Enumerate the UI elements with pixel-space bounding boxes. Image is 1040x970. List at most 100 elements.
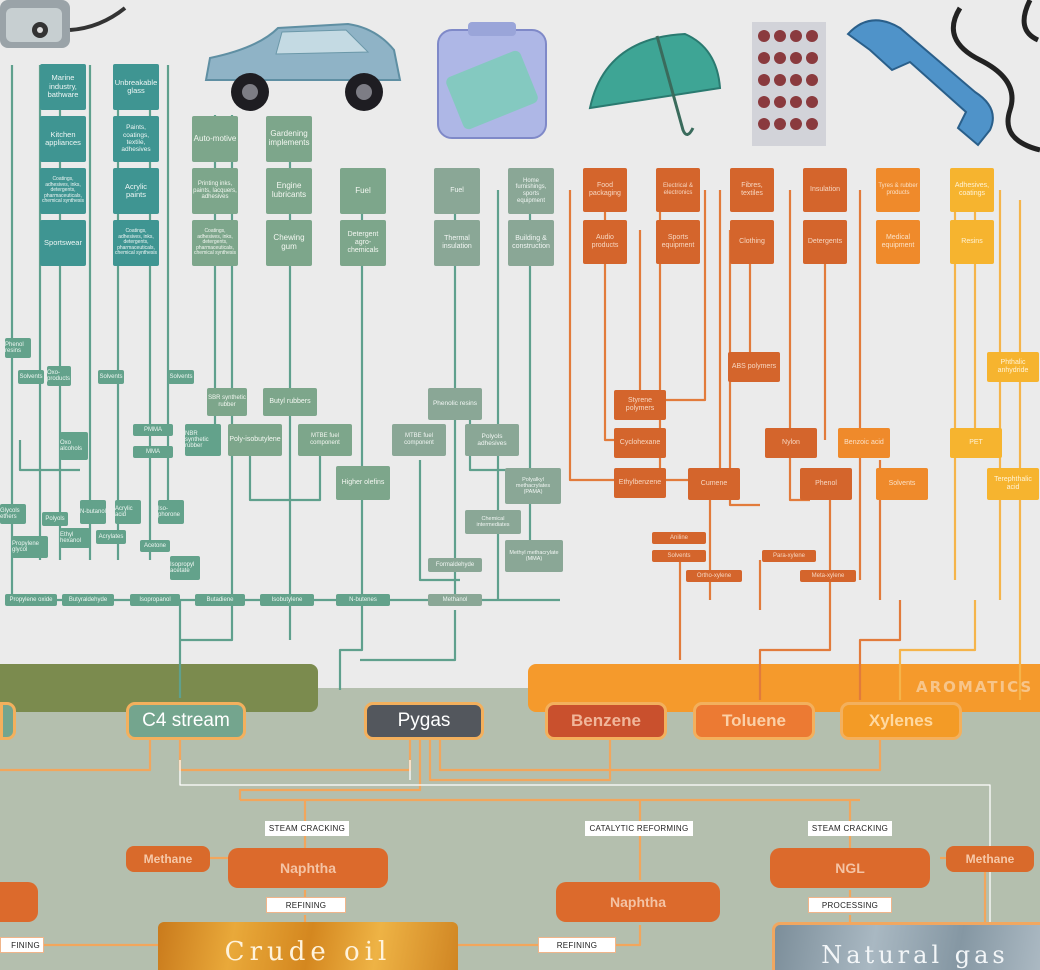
methane-left-node[interactable]: Methane (126, 846, 210, 872)
solvents-lower-tag[interactable]: Solvents (652, 550, 706, 562)
ngl-node[interactable]: NGL (770, 848, 930, 888)
c4-stream-node[interactable]: C4 stream (126, 702, 246, 740)
butadiene-tag[interactable]: Butadiene (195, 594, 245, 606)
formaldehyde-node[interactable]: Formaldehyde (428, 558, 482, 572)
app-coatings3-node[interactable]: Coatings, adhesives, inks, detergents, p… (192, 220, 238, 266)
app-home-furnishings-node[interactable]: Home furnishings, sports equipment (508, 168, 554, 214)
methane-right-node[interactable]: Methane (946, 846, 1034, 872)
natural-gas-node[interactable]: Natural gas (772, 922, 1040, 970)
app-insulation-node[interactable]: Thermal insulation (434, 220, 480, 266)
arom-sports-node[interactable]: Sports equipment (656, 220, 700, 264)
phenolic-resins-node[interactable]: Phenolic resins (428, 388, 482, 420)
arom-insulation-node[interactable]: Insulation (803, 168, 847, 212)
benzoic-acid-node[interactable]: Benzoic acid (838, 428, 890, 458)
app-marine-node[interactable]: Marine industry, bathware (40, 64, 86, 110)
arom-detergents-node[interactable]: Detergents (803, 220, 847, 264)
olefins-stream-edge[interactable] (0, 702, 16, 740)
isobutylene-tag[interactable]: Isobutylene (260, 594, 314, 606)
arom-food-packaging-node[interactable]: Food packaging (583, 168, 627, 212)
app-lubricants-node[interactable]: Engine lubricants (266, 168, 312, 214)
arom-adhesives-node[interactable]: Adhesives, coatings (950, 168, 994, 212)
glycol-ethers-tag[interactable]: Glycols ethers (0, 504, 26, 524)
meta-xylene-tag[interactable]: Meta-xylene (800, 570, 856, 582)
arom-audio-node[interactable]: Audio products (583, 220, 627, 264)
polyols-adhesives-node[interactable]: Polyols adhesives (465, 424, 519, 456)
isophorone-tag[interactable]: Iso-phorone (158, 500, 184, 524)
arom-tyres-node[interactable]: Tyres & rubber products (876, 168, 920, 212)
ethylbenzene-node[interactable]: Ethylbenzene (614, 468, 666, 498)
higher-olefins-node[interactable]: Higher olefins (336, 466, 390, 500)
pmma-tag[interactable]: PMMA (133, 424, 173, 436)
solvents2-tag[interactable]: Solvents (98, 370, 124, 384)
mtbe2-node[interactable]: MTBE fuel component (392, 424, 446, 456)
cyclohexane-node[interactable]: Cyclohexane (614, 428, 666, 458)
aniline-tag[interactable]: Aniline (652, 532, 706, 544)
nylon-node[interactable]: Nylon (765, 428, 817, 458)
arom-fibres-node[interactable]: Fibres, textiles (730, 168, 774, 212)
phenol-resins-tag[interactable]: Phenol resins (5, 338, 31, 358)
isopropyl-acetate-tag[interactable]: Isopropyl acetate (170, 556, 200, 580)
app-kitchen-node[interactable]: Kitchen appliances (40, 116, 86, 162)
crude-oil-node[interactable]: Crude oil (158, 922, 458, 970)
n-butenes-tag[interactable]: N-butenes (336, 594, 390, 606)
app-detergent-node[interactable]: Detergent agro-chemicals (340, 220, 386, 266)
app-paints-node[interactable]: Paints, coatings, textile, adhesives (113, 116, 159, 162)
app-gardening-node[interactable]: Gardening implements (266, 116, 312, 162)
naphtha-center-node[interactable]: Naphtha (556, 882, 720, 922)
mma-node[interactable]: Methyl methacrylate (MMA) (505, 540, 563, 572)
polyols-tag[interactable]: Polyols (42, 512, 68, 526)
acrylic-acid-tag[interactable]: Acrylic acid (115, 500, 141, 524)
app-building-node[interactable]: Building & construction (508, 220, 554, 266)
propylene-oxide-tag[interactable]: Propylene oxide (5, 594, 57, 606)
acrylates-tag[interactable]: Acrylates (96, 530, 126, 544)
solvents3-tag[interactable]: Solvents (168, 370, 194, 384)
xylenes-node[interactable]: Xylenes (840, 702, 962, 740)
app-coatings-node[interactable]: Coatings, adhesives, inks, detergents, p… (40, 168, 86, 214)
phenol-node[interactable]: Phenol (800, 468, 852, 500)
butyl-rubbers-node[interactable]: Butyl rubbers (263, 388, 317, 416)
arom-medical-node[interactable]: Medical equipment (876, 220, 920, 264)
cumene-node[interactable]: Cumene (688, 468, 740, 500)
para-xylene-tag[interactable]: Para-xylene (762, 550, 816, 562)
feed-left-edge[interactable] (0, 882, 38, 922)
mma-tag[interactable]: MMA (133, 446, 173, 458)
polyisobutylene-node[interactable]: Poly-isobutylene (228, 424, 282, 456)
methanol-tag[interactable]: Methanol (428, 594, 482, 606)
phthalic-node[interactable]: Phthalic anhydride (987, 352, 1039, 382)
app-fuel2-node[interactable]: Fuel (434, 168, 480, 214)
solvents-tag[interactable]: Solvents (18, 370, 44, 384)
app-unbreakable-glass-node[interactable]: Unbreakable glass (113, 64, 159, 110)
app-chewing-gum-node[interactable]: Chewing gum (266, 220, 312, 266)
mtbe-node[interactable]: MTBE fuel component (298, 424, 352, 456)
butyraldehyde-tag[interactable]: Butyraldehyde (62, 594, 114, 606)
isopropanol-tag[interactable]: Isopropanol (130, 594, 180, 606)
oxo-products-tag[interactable]: Oxo-products (47, 366, 71, 386)
app-coatings2-node[interactable]: Coatings, adhesives, inks, detergents, p… (113, 220, 159, 266)
chemical-intermediates-node[interactable]: Chemical intermediates (465, 510, 521, 534)
pama-node[interactable]: Polyalkyl methacrylates (PAMA) (505, 468, 561, 504)
plasticizers-tag[interactable]: Oxo alcohols (60, 432, 88, 460)
solvents-arom-node[interactable]: Solvents (876, 468, 928, 500)
app-sportswear-node[interactable]: Sportswear (40, 220, 86, 266)
ethyl-hexanol-tag[interactable]: Ethyl hexanol (60, 528, 90, 548)
arom-resins-node[interactable]: Resins (950, 220, 994, 264)
terephthalic-node[interactable]: Terephthalic acid (987, 468, 1039, 500)
acetone-tag[interactable]: Acetone (140, 540, 170, 552)
pygas-node[interactable]: Pygas (364, 702, 484, 740)
benzene-node[interactable]: Benzene (545, 702, 667, 740)
n-butanol-tag[interactable]: N-butanol (80, 500, 106, 524)
abs-polymers-node[interactable]: ABS polymers (728, 352, 780, 382)
app-fuel-node[interactable]: Fuel (340, 168, 386, 214)
toluene-node[interactable]: Toluene (693, 702, 815, 740)
styrene-polymers-node[interactable]: Styrene polymers (614, 390, 666, 420)
naphtha-left-node[interactable]: Naphtha (228, 848, 388, 888)
propylene-glycol-tag[interactable]: Propylene glycol (12, 536, 48, 558)
sbr-node[interactable]: SBR synthetic rubber (207, 388, 247, 416)
pet-node[interactable]: PET (950, 428, 1002, 458)
app-acrylic-paints-node[interactable]: Acrylic paints (113, 168, 159, 214)
ortho-xylene-tag[interactable]: Ortho-xylene (686, 570, 742, 582)
arom-clothing-node[interactable]: Clothing (730, 220, 774, 264)
app-printing-inks-node[interactable]: Printing inks, paints, lacquers, adhesiv… (192, 168, 238, 214)
nbr-tag[interactable]: NBR synthetic rubber (185, 424, 221, 456)
arom-electrical-node[interactable]: Electrical & electronics (656, 168, 700, 212)
